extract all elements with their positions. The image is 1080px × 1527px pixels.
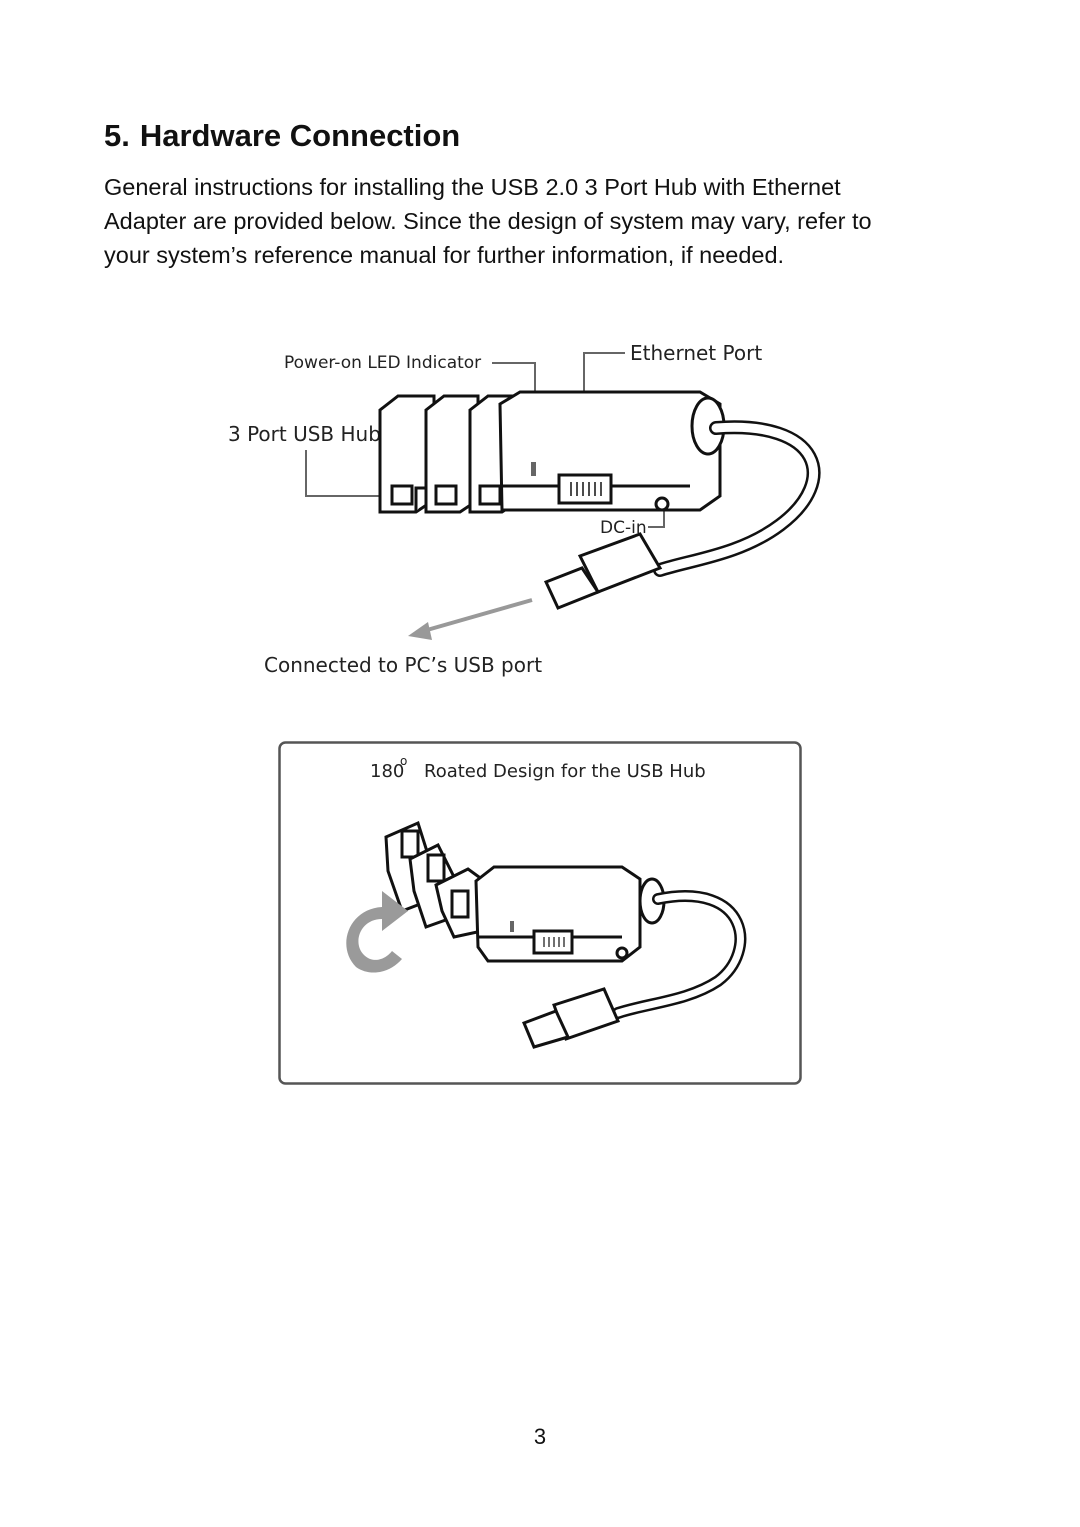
label-connected-pc: Connected to PC’s USB port [264, 653, 542, 677]
rotated-adapter-body [474, 865, 666, 963]
rotated-usb-plug [522, 987, 621, 1049]
rotated-usb-cable [612, 890, 747, 1019]
intro-paragraph: General instructions for installing the … [104, 170, 984, 272]
rotation-arrow-icon [346, 891, 408, 973]
hardware-diagram: Power-on LED Indicator Ethernet Port 3 P… [220, 320, 880, 700]
caption-text: Roated Design for the USB Hub [424, 761, 706, 782]
caption-number: 180 [370, 761, 404, 782]
direction-arrow [408, 598, 533, 640]
label-usb-hub: 3 Port USB Hub [228, 422, 381, 446]
caption-degree: o [400, 754, 407, 768]
usb-plug [543, 532, 663, 610]
adapter-body [498, 390, 726, 512]
label-dc-in: DC-in [600, 518, 647, 538]
intro-line: your system’s reference manual for furth… [104, 242, 785, 268]
section-number: 5. [104, 118, 130, 153]
label-power-led: Power-on LED Indicator [284, 353, 481, 373]
intro-line: General instructions for installing the … [104, 174, 841, 200]
page-number: 3 [533, 1424, 547, 1449]
label-ethernet-port: Ethernet Port [630, 341, 762, 365]
section-title: Hardware Connection [139, 118, 461, 153]
rotated-design-panel: 180 o Roated Design for the USB Hub [278, 741, 802, 1085]
intro-line: Adapter are provided below. Since the de… [104, 208, 872, 234]
usb-cable [653, 420, 821, 577]
section-heading: 5. Hardware Connection [104, 116, 460, 156]
